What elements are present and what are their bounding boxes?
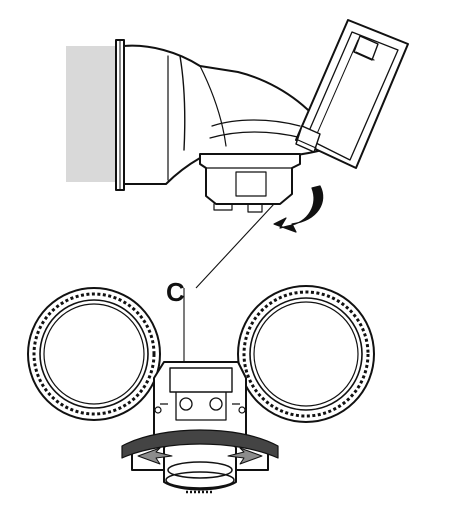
tilt-arrow-icon (273, 185, 324, 233)
right-lamp-head (237, 285, 375, 423)
rotate-right-arrow-icon (227, 447, 263, 465)
fixture-front-view (27, 285, 375, 494)
rotation-arrows (121, 429, 279, 465)
swivel-sensor (163, 433, 237, 494)
callout-label-c: C (166, 277, 185, 307)
lamp-head (295, 19, 409, 169)
fixture-side-view (66, 19, 409, 233)
wall-surface (66, 46, 116, 182)
rotate-left-arrow-icon (137, 447, 173, 465)
sensor-module (199, 153, 301, 205)
left-lamp-head (27, 287, 161, 421)
